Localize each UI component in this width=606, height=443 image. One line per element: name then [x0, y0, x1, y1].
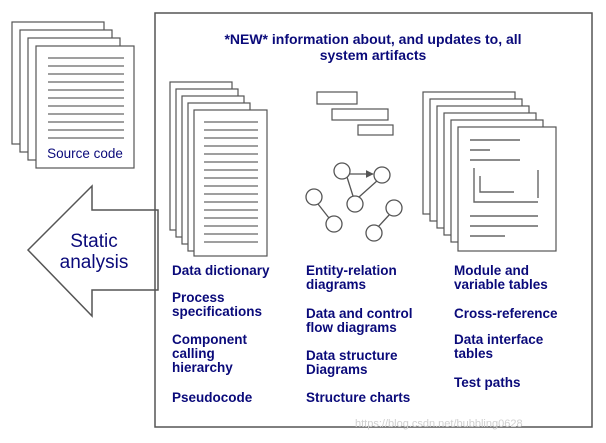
label-data-interface-tables: Data interface tables — [454, 332, 544, 361]
label-structure-charts: Structure charts — [306, 390, 411, 405]
source-code-label: Source code — [47, 146, 123, 161]
watermark-text: https://blog.csdn.net/bubbling0628 — [355, 418, 523, 430]
data-doc-stack — [169, 81, 268, 257]
label-data-structure-diagrams: Data structure Diagrams — [306, 348, 398, 377]
label-data-control-flow-diagrams: Data and control flow diagrams — [306, 306, 413, 335]
label-component-calling-hierarchy: Component calling hierarchy — [172, 332, 247, 375]
label-process-specifications: Process specifications — [172, 290, 263, 319]
structure-boxes-icon — [316, 91, 394, 136]
label-pseudocode: Pseudocode — [172, 390, 253, 405]
node-graph-icon — [305, 162, 403, 242]
label-module-variable-tables: Module and variable tables — [454, 263, 548, 292]
static-analysis-label: Static analysis — [59, 231, 129, 273]
label-cross-reference: Cross-reference — [454, 306, 558, 321]
table-doc-stack — [422, 91, 557, 252]
label-test-paths: Test paths — [454, 375, 521, 390]
label-data-dictionary: Data dictionary — [172, 263, 270, 278]
artifacts-frame — [154, 12, 593, 428]
static-analysis-arrow — [26, 184, 159, 318]
source-code-doc-stack — [11, 21, 135, 169]
label-entity-relation-diagrams: Entity-relation diagrams — [306, 263, 397, 292]
diagram-heading: *NEW* information about, and updates to,… — [224, 31, 522, 63]
